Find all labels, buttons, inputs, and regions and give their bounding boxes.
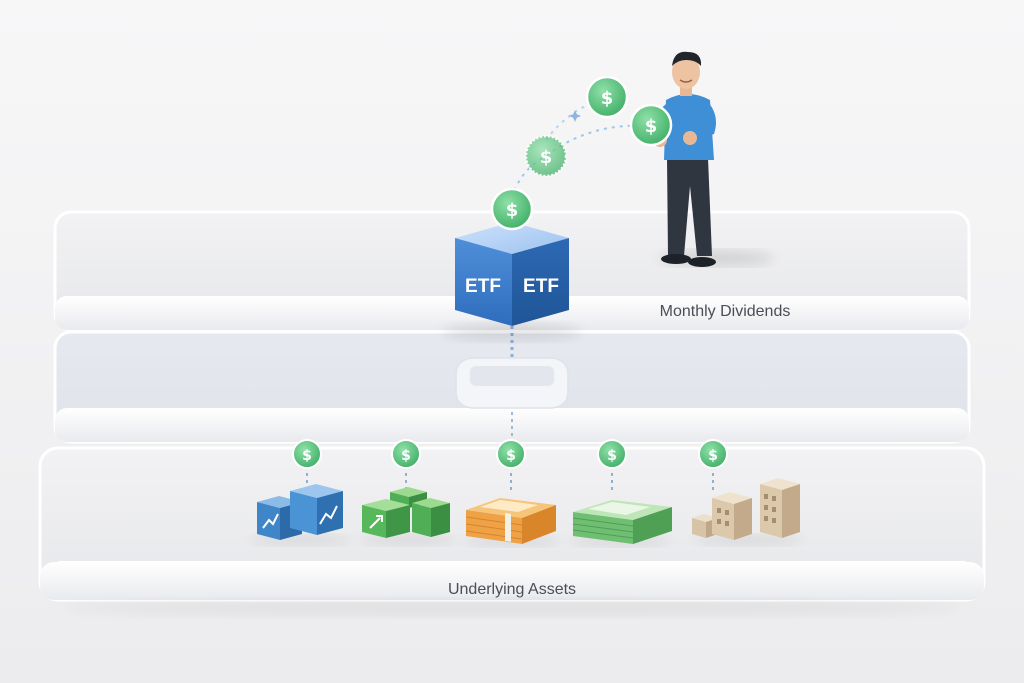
bond-cubes-icon bbox=[358, 487, 458, 545]
cash-bundle-icon bbox=[462, 498, 562, 546]
dollar-coin-icon: $ bbox=[302, 448, 312, 464]
etf-label-right: ETF bbox=[523, 276, 559, 297]
etf-label-left: ETF bbox=[465, 276, 501, 297]
asset-coin-real-estate: $ bbox=[698, 439, 728, 469]
dollar-coin-icon: $ bbox=[601, 88, 614, 109]
dollar-coin-icon: $ bbox=[506, 200, 519, 221]
dividend-coin-2: $ bbox=[524, 134, 568, 178]
dollar-coin-icon: $ bbox=[540, 147, 553, 168]
asset-coin-bonds: $ bbox=[391, 439, 421, 469]
buildings-icon bbox=[692, 478, 804, 545]
dollar-coin-icon: $ bbox=[645, 116, 658, 137]
sparkle-icon bbox=[569, 110, 581, 122]
monthly-dividends-label: Monthly Dividends bbox=[660, 303, 791, 320]
asset-coin-connectors bbox=[306, 466, 714, 494]
dividend-coin-3: $ bbox=[585, 75, 629, 119]
dollar-coin-icon: $ bbox=[401, 448, 411, 464]
coin-trail bbox=[511, 124, 651, 199]
asset-coin-stocks: $ bbox=[292, 439, 322, 469]
underlying-assets-label: Underlying Assets bbox=[448, 581, 576, 598]
dollar-coin-icon: $ bbox=[607, 448, 617, 464]
dollar-coin-icon: $ bbox=[708, 448, 718, 464]
asset-coin-cash-green: $ bbox=[597, 439, 627, 469]
asset-coin-cash-gold: $ bbox=[496, 439, 526, 469]
dollar-coin-icon: $ bbox=[506, 448, 516, 464]
connector-base-icon bbox=[455, 357, 569, 409]
held-coin: $ bbox=[629, 103, 673, 147]
etf-cube-icon: ETF ETF bbox=[442, 222, 582, 340]
investor-person-icon bbox=[648, 51, 774, 267]
stock-cubes-icon bbox=[248, 484, 352, 545]
dividend-coin-1: $ bbox=[490, 187, 534, 231]
banknotes-icon bbox=[568, 500, 672, 546]
